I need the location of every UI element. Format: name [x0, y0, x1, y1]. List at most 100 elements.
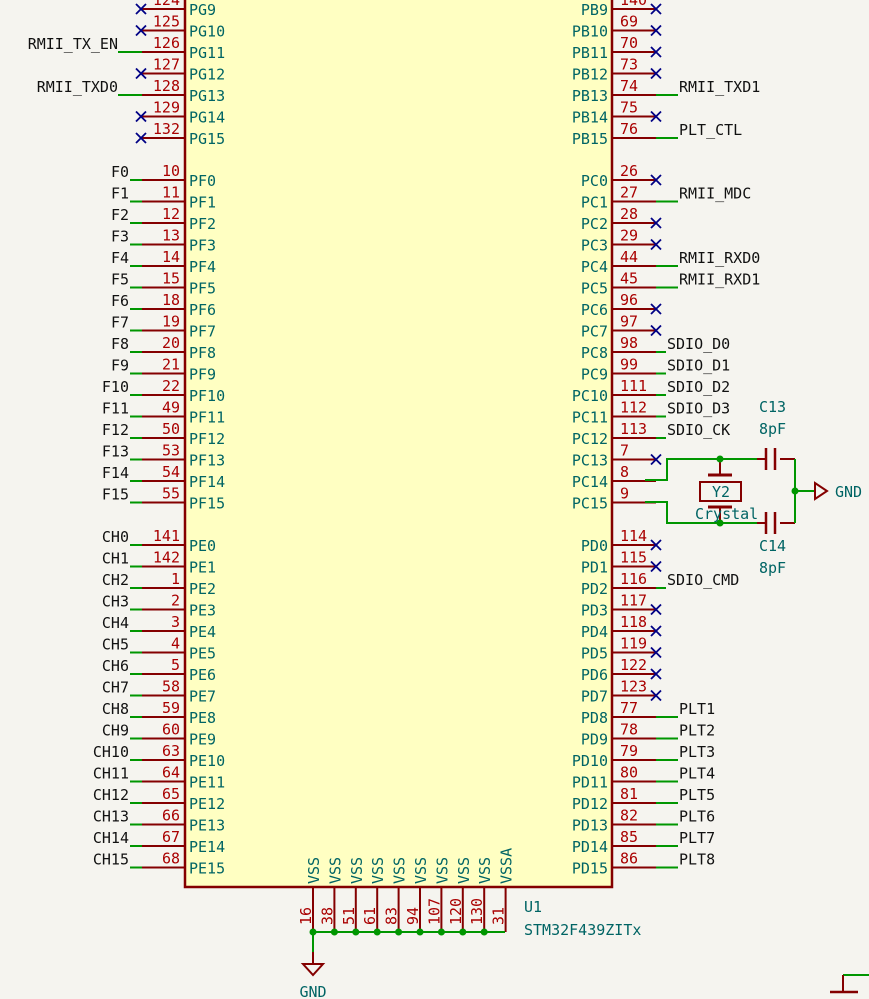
net-label[interactable]: SDIO_D3 [667, 400, 730, 418]
pin-number: 111 [620, 377, 647, 395]
net-label[interactable]: CH10 [93, 743, 129, 761]
c14-reference[interactable]: C14 [759, 537, 786, 555]
net-label[interactable]: RMII_RXD0 [679, 249, 760, 267]
net-label[interactable]: CH14 [93, 829, 129, 847]
net-label[interactable]: F11 [102, 400, 129, 418]
net-label[interactable]: RMII_TX_EN [28, 35, 118, 53]
junction-dot [716, 455, 724, 463]
net-label[interactable]: CH6 [102, 657, 129, 675]
no-connect-icon [135, 110, 147, 123]
net-label[interactable]: SDIO_D2 [667, 378, 730, 396]
component-reference[interactable]: U1 [524, 898, 542, 916]
net-label[interactable]: CH1 [102, 550, 129, 568]
net-label[interactable]: F10 [102, 378, 129, 396]
net-label[interactable]: RMII_RXD1 [679, 271, 760, 289]
pin-number: 112 [620, 399, 647, 417]
net-label[interactable]: PLT4 [679, 765, 715, 783]
net-label[interactable]: SDIO_CMD [667, 571, 739, 589]
c13-reference[interactable]: C13 [759, 398, 786, 416]
net-label[interactable]: F7 [111, 314, 129, 332]
net-label[interactable]: F15 [102, 486, 129, 504]
no-connect-icon [135, 132, 147, 144]
net-label[interactable]: CH7 [102, 679, 129, 697]
net-label[interactable]: F0 [111, 163, 129, 181]
net-label[interactable]: CH12 [93, 786, 129, 804]
crystal-value[interactable]: Crystal [695, 505, 758, 523]
pin-name: PE10 [189, 752, 225, 770]
wire-pc14[interactable] [645, 458, 757, 481]
pin-name: PC0 [581, 172, 608, 190]
pin-number: 125 [153, 13, 180, 31]
net-label[interactable]: CH8 [102, 700, 129, 718]
net-label[interactable]: RMII_TXD1 [679, 78, 760, 96]
net-label[interactable]: F8 [111, 335, 129, 353]
net-label[interactable]: PLT8 [679, 851, 715, 869]
pin-name: PF10 [189, 387, 225, 405]
net-label[interactable]: F13 [102, 443, 129, 461]
net-label[interactable]: RMII_TXD0 [37, 78, 118, 96]
no-connect-icon [650, 646, 662, 659]
net-label[interactable]: CH0 [102, 528, 129, 546]
pin-name: PB11 [572, 44, 608, 62]
net-label[interactable]: CH5 [102, 636, 129, 654]
no-connect-icon [650, 303, 662, 315]
net-label[interactable]: F6 [111, 292, 129, 310]
net-label[interactable]: F1 [111, 185, 129, 203]
net-label[interactable]: F12 [102, 421, 129, 439]
pin-name: PC15 [572, 495, 608, 513]
crystal-body[interactable] [699, 481, 742, 502]
crystal-reference[interactable]: Y2 [712, 483, 730, 501]
pin-number: 130 [468, 898, 486, 925]
pin-number: 61 [361, 907, 379, 925]
pin-name: PC13 [572, 452, 608, 470]
net-label[interactable]: PLT7 [679, 829, 715, 847]
pin-number: 55 [162, 485, 180, 503]
net-label[interactable]: PLT5 [679, 786, 715, 804]
net-label[interactable]: SDIO_D1 [667, 357, 730, 375]
pin-name: PG10 [189, 23, 225, 41]
net-label[interactable]: PLT1 [679, 700, 715, 718]
pin-name: PE2 [189, 580, 216, 598]
pin-number: 83 [383, 907, 401, 925]
pin-number: 7 [620, 442, 629, 460]
net-label[interactable]: PLT6 [679, 808, 715, 826]
c13-value[interactable]: 8pF [759, 420, 786, 438]
net-label[interactable]: PLT3 [679, 743, 715, 761]
gnd-symbol-right[interactable] [814, 481, 829, 501]
net-label[interactable]: F14 [102, 464, 129, 482]
pin-number: 15 [162, 270, 180, 288]
net-label[interactable]: PLT2 [679, 722, 715, 740]
crystal-circuit [645, 448, 829, 534]
no-connect-icon [650, 539, 662, 551]
net-label[interactable]: CH3 [102, 593, 129, 611]
net-label[interactable]: PLT_CTL [679, 121, 742, 139]
net-label[interactable]: RMII_MDC [679, 185, 751, 203]
component-body[interactable] [183, 0, 614, 889]
pin-name: VSS [305, 857, 323, 884]
gnd-symbol-bottom[interactable] [300, 963, 326, 977]
net-label[interactable]: SDIO_CK [667, 421, 730, 439]
pin-number: 45 [620, 270, 638, 288]
net-label[interactable]: CH15 [93, 851, 129, 869]
net-label[interactable]: CH9 [102, 722, 129, 740]
component-value[interactable]: STM32F439ZITx [524, 921, 641, 939]
gnd-label-bottom: GND [299, 983, 326, 999]
net-label[interactable]: CH11 [93, 765, 129, 783]
wire-pc15[interactable] [645, 501, 757, 524]
net-label[interactable]: F4 [111, 249, 129, 267]
pin-number: 75 [620, 99, 638, 117]
net-label[interactable]: SDIO_D0 [667, 335, 730, 353]
pin-number: 51 [340, 907, 358, 925]
net-label[interactable]: CH2 [102, 571, 129, 589]
c14-value[interactable]: 8pF [759, 559, 786, 577]
net-label[interactable]: CH13 [93, 808, 129, 826]
no-connect-icon [135, 67, 147, 80]
pin-number: 96 [620, 291, 638, 309]
net-label[interactable]: F2 [111, 206, 129, 224]
net-label[interactable]: F9 [111, 357, 129, 375]
pin-number: 44 [620, 248, 638, 266]
net-label[interactable]: CH4 [102, 614, 129, 632]
net-label[interactable]: F5 [111, 271, 129, 289]
net-label[interactable]: F3 [111, 228, 129, 246]
